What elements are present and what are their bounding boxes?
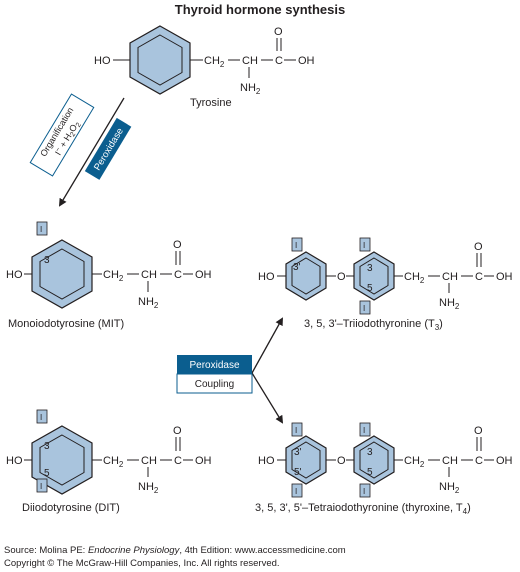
svg-text:C: C: [174, 455, 182, 467]
peroxidase-box-1: Peroxidase: [84, 117, 132, 180]
t3-label: 3, 5, 3'–Triiodothyronine (T3): [304, 318, 443, 333]
amino-group: NH2: [240, 82, 261, 96]
carbonyl-o: O: [274, 26, 283, 38]
iodine-box: [359, 422, 371, 437]
svg-text:O: O: [173, 239, 182, 251]
svg-text:HO: HO: [258, 455, 275, 467]
copyright-notice: Copyright © The McGraw-Hill Companies, I…: [4, 558, 280, 569]
svg-text:3: 3: [367, 447, 373, 458]
ch2-group: CH2: [204, 55, 225, 69]
benzene-inner: [137, 34, 183, 86]
iodine-box: [359, 483, 371, 498]
mit-label: Monoiodotyrosine (MIT): [8, 318, 125, 330]
svg-text:CH2: CH2: [103, 455, 124, 469]
svg-text:5: 5: [367, 283, 373, 294]
svg-text:I: I: [363, 487, 365, 496]
dit-molecule: I 3 5 I HO CH2 CH C OH O NH2: [6, 409, 212, 495]
hydroxyl-group: HO: [6, 269, 23, 281]
svg-text:5': 5': [294, 467, 302, 478]
svg-text:3: 3: [367, 263, 373, 274]
svg-text:I: I: [295, 426, 297, 435]
svg-text:C: C: [475, 455, 483, 467]
svg-text:I: I: [363, 304, 365, 313]
svg-text:I: I: [295, 241, 297, 250]
iodine-box: [291, 237, 303, 252]
organification-arrow: [58, 97, 125, 207]
svg-text:O: O: [173, 425, 182, 437]
svg-text:HO: HO: [258, 271, 275, 283]
svg-text:3': 3': [293, 262, 301, 273]
hydroxyl-group: HO: [94, 55, 111, 67]
peroxidase-label-2: Peroxidase: [189, 360, 239, 371]
svg-text:I: I: [295, 487, 297, 496]
svg-text:I: I: [40, 413, 42, 422]
iodine-box: [359, 300, 371, 315]
iodine-box: [359, 237, 371, 252]
svg-text:5: 5: [44, 468, 50, 479]
svg-text:5: 5: [367, 467, 373, 478]
svg-text:CH2: CH2: [404, 455, 425, 469]
svg-text:3: 3: [44, 441, 50, 452]
svg-text:OH: OH: [496, 271, 513, 283]
svg-text:CH2: CH2: [103, 269, 124, 283]
iodine-box: [36, 409, 48, 424]
svg-text:HO: HO: [6, 455, 23, 467]
svg-text:OH: OH: [496, 455, 513, 467]
tyrosine-molecule: HO CH2 CH C OH O NH2: [94, 25, 315, 96]
svg-text:NH2: NH2: [439, 297, 460, 311]
carboxyl-oh: OH: [298, 55, 315, 67]
svg-text:OH: OH: [195, 455, 212, 467]
svg-text:I: I: [363, 426, 365, 435]
svg-text:I: I: [40, 482, 42, 491]
iodine-box: [291, 422, 303, 437]
iodine-box: [291, 483, 303, 498]
svg-text:C: C: [174, 269, 182, 281]
svg-text:3: 3: [44, 255, 50, 266]
svg-text:I: I: [40, 225, 42, 234]
source-citation: Source: Molina PE: Endocrine Physiology,…: [4, 545, 346, 556]
svg-text:OH: OH: [195, 269, 212, 281]
iodine-box: [36, 221, 48, 236]
t3-molecule: I 3' HO O I I 3 5 CH2 CH C OH: [258, 237, 513, 315]
benzene-ring: [31, 239, 93, 309]
svg-text:O: O: [337, 455, 346, 467]
carbon: C: [275, 55, 283, 67]
svg-text:O: O: [474, 241, 483, 253]
coupling-arrow-down: [251, 372, 284, 424]
ch-group: CH: [242, 55, 258, 67]
svg-text:O: O: [337, 271, 346, 283]
svg-text:CH: CH: [141, 455, 157, 467]
svg-text:I: I: [363, 241, 365, 250]
t4-molecule: I I 3' 5' HO O I I 3 5 CH2 CH C: [258, 422, 513, 498]
svg-text:C: C: [475, 271, 483, 283]
coupling-label: Coupling: [195, 379, 234, 390]
dit-label: Diiodotyrosine (DIT): [22, 502, 120, 514]
tyrosine-label: Tyrosine: [190, 97, 232, 109]
svg-text:NH2: NH2: [138, 481, 159, 495]
svg-text:NH2: NH2: [439, 481, 460, 495]
benzene-ring: [129, 25, 191, 95]
svg-text:CH: CH: [141, 269, 157, 281]
svg-text:3': 3': [294, 447, 302, 458]
svg-text:CH: CH: [442, 455, 458, 467]
t4-label: 3, 5, 3', 5'–Tetraiodothyronine (thyroxi…: [255, 502, 471, 517]
peroxidase-coupling-box: Peroxidase Coupling: [176, 355, 253, 394]
mit-molecule: I 3 HO CH2 CH C OH O NH2: [6, 221, 212, 310]
svg-text:CH2: CH2: [404, 271, 425, 285]
coupling-arrow-up: [251, 317, 283, 374]
svg-text:O: O: [474, 425, 483, 437]
svg-text:CH: CH: [442, 271, 458, 283]
diagram-title: Thyroid hormone synthesis: [174, 2, 346, 17]
svg-text:NH2: NH2: [138, 296, 159, 310]
organification-box: Organification I− + H2O2: [29, 93, 95, 177]
iodine-box: [36, 478, 48, 493]
